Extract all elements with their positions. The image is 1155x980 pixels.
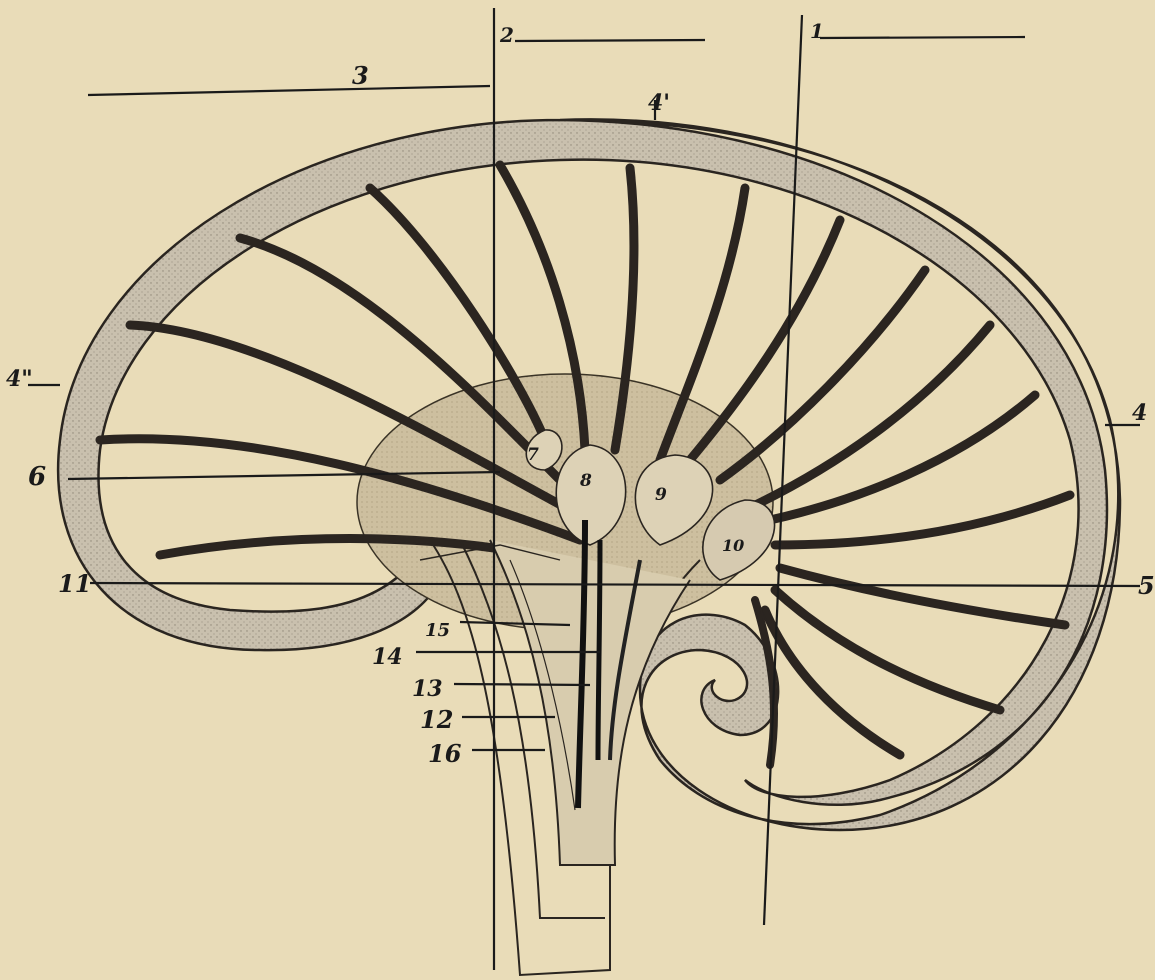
- label-15: 15: [425, 620, 450, 641]
- label-8: 8: [579, 471, 592, 491]
- label-5: 5: [1138, 571, 1155, 600]
- leader-1: [820, 37, 1025, 38]
- label-6: 6: [28, 462, 46, 492]
- label-1: 1: [810, 19, 824, 43]
- label-11: 11: [58, 569, 91, 598]
- label-14: 14: [372, 644, 403, 670]
- leader-13: [454, 684, 590, 685]
- label-12: 12: [420, 705, 453, 734]
- label-2: 2: [499, 23, 514, 47]
- label-13: 13: [412, 676, 443, 702]
- label-9: 9: [655, 485, 667, 505]
- label-7: 7: [527, 445, 539, 465]
- label-4-prime: 4': [648, 90, 670, 116]
- label-10: 10: [722, 536, 744, 555]
- label-4: 4: [1132, 400, 1147, 426]
- leader-2: [515, 40, 705, 41]
- label-4-double-prime: 4": [6, 366, 33, 392]
- label-3: 3: [352, 61, 369, 90]
- label-16: 16: [428, 739, 462, 768]
